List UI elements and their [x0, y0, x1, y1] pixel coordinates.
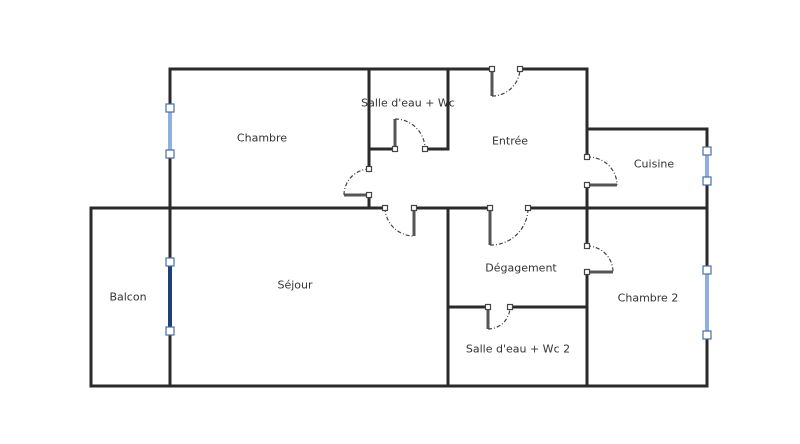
window-chambre-2[interactable]: [702, 265, 712, 340]
door-salle-eau[interactable]: [391, 118, 429, 153]
door-chambre[interactable]: [343, 165, 373, 199]
window-cuisine[interactable]: [702, 146, 712, 186]
room-label-balcon: Balcon: [109, 290, 147, 304]
room-label-sejour: Séjour: [277, 278, 313, 292]
room-label-chambre: Chambre: [236, 131, 288, 145]
room-label-degagement: Dégagement: [485, 261, 557, 275]
window-sejour[interactable]: [165, 257, 175, 336]
room-label-cuisine: Cuisine: [633, 157, 675, 171]
room-label-salle-eau-wc: Salle d'eau + Wc: [361, 96, 455, 110]
door-chambre-2[interactable]: [583, 242, 614, 276]
door-degagement[interactable]: [486, 204, 532, 246]
door-salle-eau-2[interactable]: [484, 303, 514, 330]
room-label-salle-eau-wc-2: Salle d'eau + Wc 2: [465, 342, 571, 356]
room-label-entree: Entrée: [491, 134, 529, 148]
outer-wall-top: [89, 67, 709, 388]
room-label-chambre-2: Chambre 2: [617, 291, 679, 305]
door-cuisine[interactable]: [583, 153, 618, 189]
window-chambre[interactable]: [165, 103, 175, 159]
walls: [89, 67, 709, 388]
door-sejour[interactable]: [381, 204, 418, 237]
door-gaps: [366, 66, 590, 310]
door-entree[interactable]: [488, 65, 524, 97]
